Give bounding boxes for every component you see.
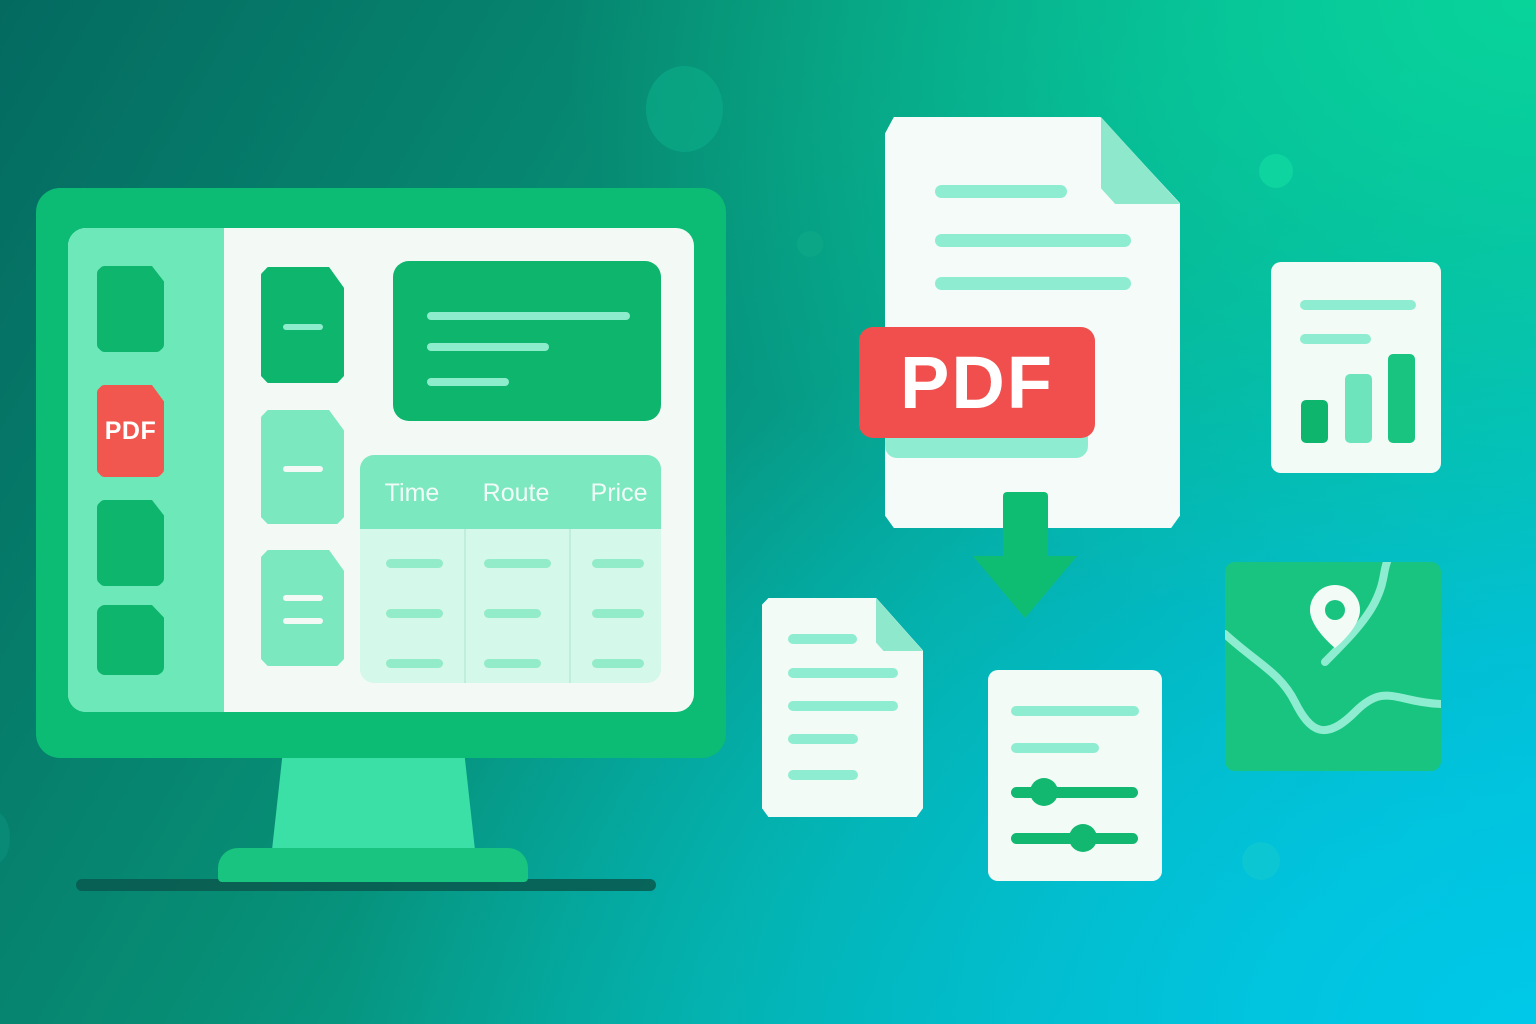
sidebar-file-icon[interactable] [97, 266, 164, 352]
document-icon[interactable] [261, 267, 344, 383]
table-cell [386, 559, 443, 568]
bar-chart-icon [1301, 400, 1328, 443]
map-route [1225, 562, 1441, 735]
document-icon[interactable] [261, 410, 344, 524]
pdf-badge: PDF [859, 327, 1095, 438]
card-line [427, 312, 630, 320]
doc-line [935, 185, 1067, 198]
slider-handle[interactable] [1030, 778, 1058, 806]
pdf-label: PDF [900, 341, 1054, 424]
column-header-time[interactable]: Time [384, 479, 440, 507]
table-cell [592, 609, 644, 618]
decor-bubble [0, 812, 10, 864]
content-card [393, 261, 661, 421]
card-line [427, 378, 509, 386]
table-cell [386, 609, 443, 618]
table-cell [386, 659, 443, 668]
doc-line [935, 277, 1131, 290]
bar-chart-icon [1345, 374, 1372, 443]
card-line [1300, 300, 1416, 310]
sidebar-file-icon[interactable] [97, 605, 164, 675]
slider-handle[interactable] [1069, 824, 1097, 852]
column-divider [569, 529, 571, 683]
column-divider [464, 529, 466, 683]
card-line [1011, 706, 1139, 716]
table-cell [484, 559, 551, 568]
decor-bubble [646, 66, 723, 152]
doc-line [788, 668, 898, 678]
doc-line [283, 595, 323, 601]
document-icon[interactable] [261, 550, 344, 666]
column-header-price[interactable]: Price [590, 479, 648, 507]
doc-line [788, 634, 857, 644]
file-sidebar: PDF [68, 228, 224, 712]
sidebar-file-icon[interactable] [97, 500, 164, 586]
doc-line [788, 770, 858, 780]
doc-line [283, 466, 323, 472]
bar-chart-icon [1388, 354, 1415, 443]
monitor-base [218, 848, 528, 882]
monitor-screen: PDF Time Route Price [68, 228, 694, 712]
bar-chart-card[interactable] [1271, 262, 1441, 473]
sidebar-pdf-file[interactable]: PDF [97, 385, 164, 477]
doc-line [283, 324, 323, 330]
column-header-route[interactable]: Route [482, 479, 550, 507]
table-cell [484, 659, 541, 668]
table-cell [592, 659, 644, 668]
doc-line [788, 734, 858, 744]
monitor-shadow [76, 879, 656, 891]
download-arrow-icon [1003, 492, 1048, 560]
doc-line [788, 701, 898, 711]
doc-line [283, 618, 323, 624]
map-card[interactable] [1225, 562, 1441, 771]
card-line [427, 343, 549, 351]
download-arrow-icon [973, 556, 1077, 618]
decor-bubble [797, 231, 823, 257]
settings-slider[interactable] [1011, 787, 1138, 798]
settings-card[interactable] [988, 670, 1162, 881]
table-cell [592, 559, 644, 568]
map-pin-icon [1310, 585, 1360, 648]
schedule-table: Time Route Price [360, 455, 661, 683]
decor-bubble [1242, 842, 1280, 880]
card-line [1300, 334, 1371, 344]
pdf-label: PDF [104, 416, 157, 445]
monitor: PDF Time Route Price [36, 188, 726, 758]
table-header: Time Route Price [360, 455, 661, 529]
table-cell [484, 609, 541, 618]
decor-bubble [1259, 154, 1293, 188]
doc-line [935, 234, 1131, 247]
monitor-stand [272, 758, 475, 850]
card-line [1011, 743, 1099, 753]
